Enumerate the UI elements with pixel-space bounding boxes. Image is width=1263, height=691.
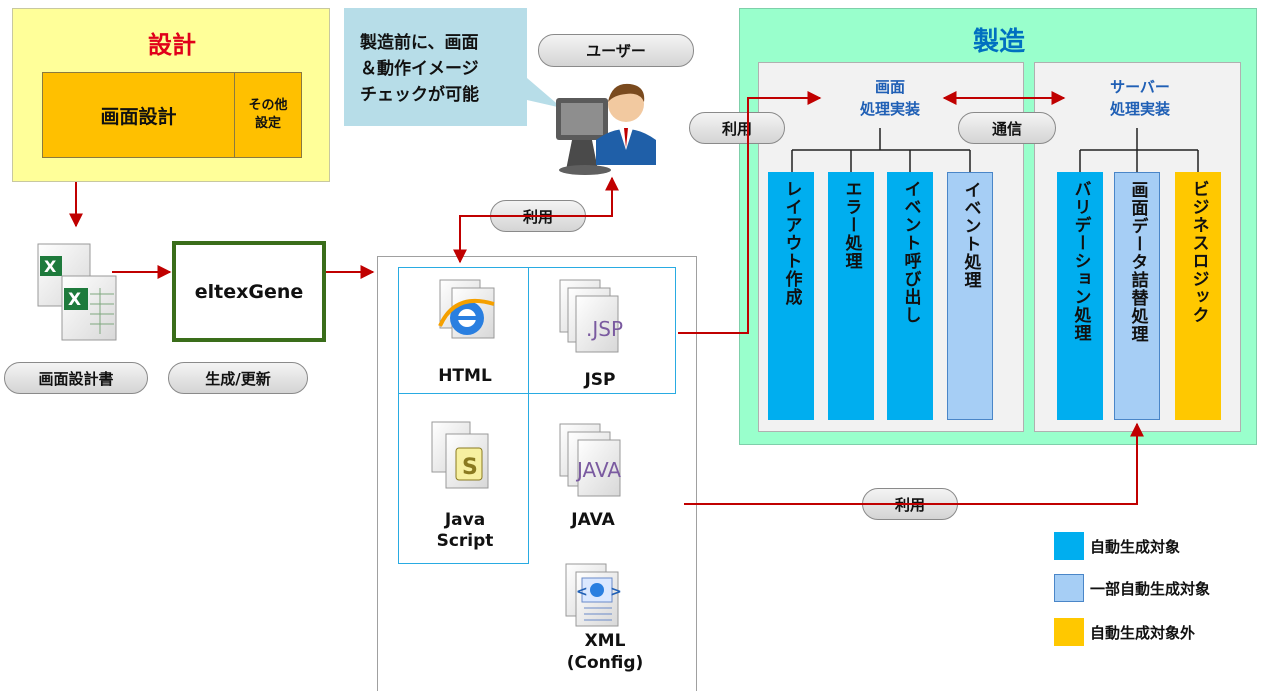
column-error-label: エラー処理 (841, 180, 862, 270)
screen-design-box[interactable]: 画面設計 (42, 72, 235, 158)
manufacturing-title: 製造 (972, 27, 1025, 57)
column-layout[interactable]: レイアウト作成 (768, 172, 814, 420)
generate-update-label: 生成/更新 (168, 362, 308, 394)
user-label: ユーザー (538, 34, 694, 67)
other-settings-line-1: その他 (248, 98, 288, 113)
svg-text:X: X (44, 257, 57, 276)
screen-impl-line-1: 画面 (874, 78, 905, 96)
design-panel: 設計 画面設計 その他 設定 (12, 8, 330, 182)
column-validation[interactable]: バリデーション処理 (1057, 172, 1103, 420)
legend-swatch-manual (1054, 618, 1084, 646)
html-label: HTML (438, 366, 492, 386)
server-impl-line-1: サーバー (1110, 78, 1170, 96)
jsp-label: JSP (584, 370, 616, 390)
bubble-line-3: チェックが可能 (360, 85, 479, 105)
column-event-call[interactable]: イベント呼び出し (887, 172, 933, 420)
use-label-files: 利用 (490, 200, 586, 232)
other-settings-box[interactable]: その他 設定 (234, 72, 302, 158)
design-title: 設計 (148, 31, 196, 59)
java-label: JAVA (571, 510, 615, 530)
javascript-line-1: Java (444, 510, 486, 530)
javascript-line-2: Script (436, 531, 494, 551)
column-event-handling-label: イベント処理 (960, 181, 981, 289)
column-error[interactable]: エラー処理 (828, 172, 874, 420)
legend: 自動生成対象 一部自動生成対象 自動生成対象外 (1054, 532, 1254, 672)
server-impl-line-2: 処理実装 (1109, 100, 1170, 118)
speech-bubble: 製造前に、画面 ＆動作イメージ チェックが可能 (344, 8, 527, 126)
screen-design-label: 画面設計 (100, 105, 177, 128)
other-settings-line-2: 設定 (254, 116, 281, 131)
use-label-screen: 利用 (689, 112, 785, 144)
xml-line-2: (Config) (566, 653, 644, 673)
column-data-transfer[interactable]: 画面データ詰替処理 (1114, 172, 1160, 420)
column-business-logic-label: ビジネスロジック (1188, 180, 1209, 324)
column-data-transfer-label: 画面データ詰替処理 (1127, 181, 1148, 343)
communication-label: 通信 (958, 112, 1056, 144)
eltexgene-box[interactable]: eltexGene (172, 241, 326, 342)
legend-label-auto: 自動生成対象 (1090, 538, 1181, 556)
legend-label-manual: 自動生成対象外 (1090, 624, 1196, 642)
speech-bubble-tail (527, 78, 562, 108)
bubble-line-2: ＆動作イメージ (360, 59, 479, 79)
bubble-line-1: 製造前に、画面 (360, 33, 479, 53)
xml-label: XML (Config) (550, 630, 660, 674)
column-event-call-label: イベント呼び出し (900, 180, 921, 324)
javascript-label: Java Script (420, 510, 510, 552)
legend-label-partial: 一部自動生成対象 (1090, 580, 1211, 598)
eltexgene-name: eltexGene (194, 280, 304, 303)
spreadsheet-icon: X X (37, 243, 117, 341)
legend-swatch-auto (1054, 532, 1084, 560)
svg-text:X: X (68, 290, 81, 310)
user-icon (556, 83, 656, 175)
screen-impl-title: 画面 処理実装 (820, 76, 960, 120)
server-impl-title: サーバー 処理実装 (1070, 76, 1210, 120)
column-business-logic[interactable]: ビジネスロジック (1175, 172, 1221, 420)
screen-impl-line-2: 処理実装 (859, 100, 920, 118)
files-panel (377, 256, 697, 691)
spreadsheet-label: 画面設計書 (4, 362, 148, 394)
legend-swatch-partial (1054, 574, 1084, 602)
column-event-handling[interactable]: イベント処理 (947, 172, 993, 420)
html-js-group-frame (398, 267, 529, 564)
use-label-java: 利用 (862, 488, 958, 520)
xml-line-1: XML (584, 631, 626, 651)
column-validation-label: バリデーション処理 (1070, 180, 1091, 342)
column-layout-label: レイアウト作成 (781, 180, 802, 306)
